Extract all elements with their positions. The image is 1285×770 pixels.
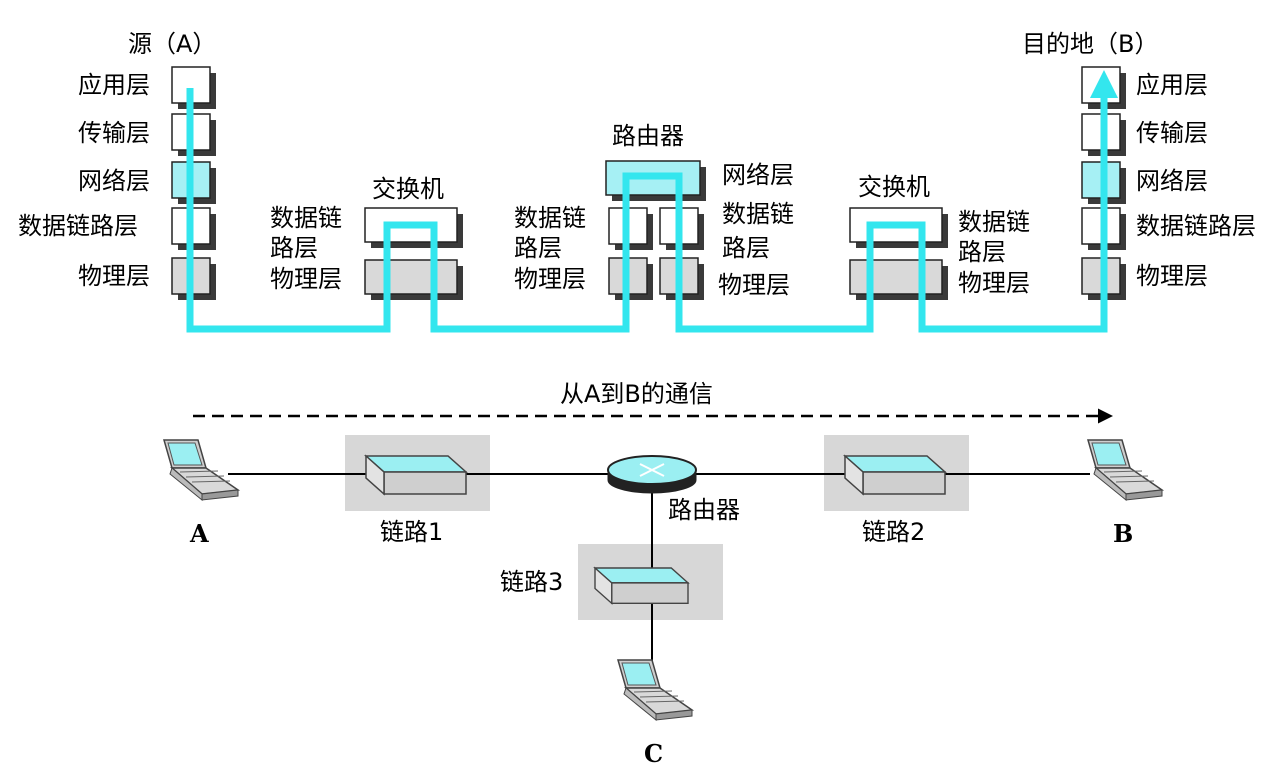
host-b-label: B bbox=[1113, 519, 1134, 548]
source-layer-datalink: 数据链路层 bbox=[18, 212, 138, 240]
router-right-physical-label: 物理层 bbox=[718, 271, 790, 299]
data-path bbox=[186, 70, 1118, 333]
source-stack bbox=[171, 66, 216, 300]
source-datalink-box bbox=[171, 207, 216, 250]
source-layer-application: 应用层 bbox=[78, 71, 150, 99]
router-left-physical-box bbox=[608, 257, 653, 300]
switch-icon bbox=[844, 455, 946, 495]
source-layer-transport: 传输层 bbox=[78, 119, 150, 147]
laptop-icon bbox=[163, 439, 239, 501]
switch2-physical-box bbox=[849, 259, 948, 300]
router-right-datalink-label-1: 数据链 bbox=[722, 200, 794, 228]
switch1-title: 交换机 bbox=[372, 175, 444, 203]
switch1-datalink-label-2: 路层 bbox=[270, 234, 318, 262]
switch-icon bbox=[594, 567, 689, 605]
laptop-icon bbox=[617, 659, 693, 721]
switch1-datalink-label-1: 数据链 bbox=[270, 204, 342, 232]
destination-layer-datalink: 数据链路层 bbox=[1136, 212, 1256, 240]
router-network-box bbox=[605, 160, 706, 201]
destination-layer-application: 应用层 bbox=[1136, 71, 1208, 99]
switch2-title: 交换机 bbox=[858, 173, 930, 201]
link2-label: 链路2 bbox=[862, 518, 926, 546]
router-left-datalink-label-1: 数据链 bbox=[514, 204, 586, 232]
router-icon bbox=[607, 455, 697, 494]
switch1-stack bbox=[364, 207, 463, 300]
host-a-label: A bbox=[190, 519, 209, 548]
source-transport-box bbox=[171, 113, 216, 156]
router-right-physical-box bbox=[659, 257, 704, 300]
source-layer-physical: 物理层 bbox=[78, 262, 150, 290]
router-network-label: 网络层 bbox=[722, 161, 794, 189]
switch1-physical-box bbox=[364, 259, 463, 300]
destination-title: 目的地（B） bbox=[1022, 30, 1159, 58]
source-application-box bbox=[171, 66, 216, 109]
router-left-physical-label: 物理层 bbox=[514, 265, 586, 293]
switch2-physical-label: 物理层 bbox=[958, 269, 1030, 297]
router-left-datalink-label-2: 路层 bbox=[514, 234, 562, 262]
source-title: 源（A） bbox=[128, 30, 217, 58]
router-right-datalink-label-2: 路层 bbox=[722, 234, 770, 262]
router-title: 路由器 bbox=[612, 122, 684, 150]
switch2-datalink-label-1: 数据链 bbox=[958, 208, 1030, 236]
switch-icon bbox=[365, 455, 467, 495]
switch1-physical-label: 物理层 bbox=[270, 265, 342, 293]
link1-label: 链路1 bbox=[380, 518, 444, 546]
link3-label: 链路3 bbox=[500, 568, 564, 596]
destination-layer-transport: 传输层 bbox=[1136, 119, 1208, 147]
source-network-box bbox=[171, 161, 216, 204]
source-layer-network: 网络层 bbox=[78, 167, 150, 195]
destination-layer-network: 网络层 bbox=[1136, 167, 1208, 195]
laptop-icon bbox=[1087, 439, 1163, 501]
source-physical-box bbox=[171, 257, 216, 300]
router-stack bbox=[605, 160, 706, 300]
switch2-datalink-label-2: 路层 bbox=[958, 238, 1006, 266]
router-left-datalink-box bbox=[608, 207, 653, 250]
router-topology-label: 路由器 bbox=[668, 496, 740, 524]
comm-label: 从A到B的通信 bbox=[560, 380, 713, 408]
host-c-label: C bbox=[644, 739, 664, 768]
destination-layer-physical: 物理层 bbox=[1136, 262, 1208, 290]
